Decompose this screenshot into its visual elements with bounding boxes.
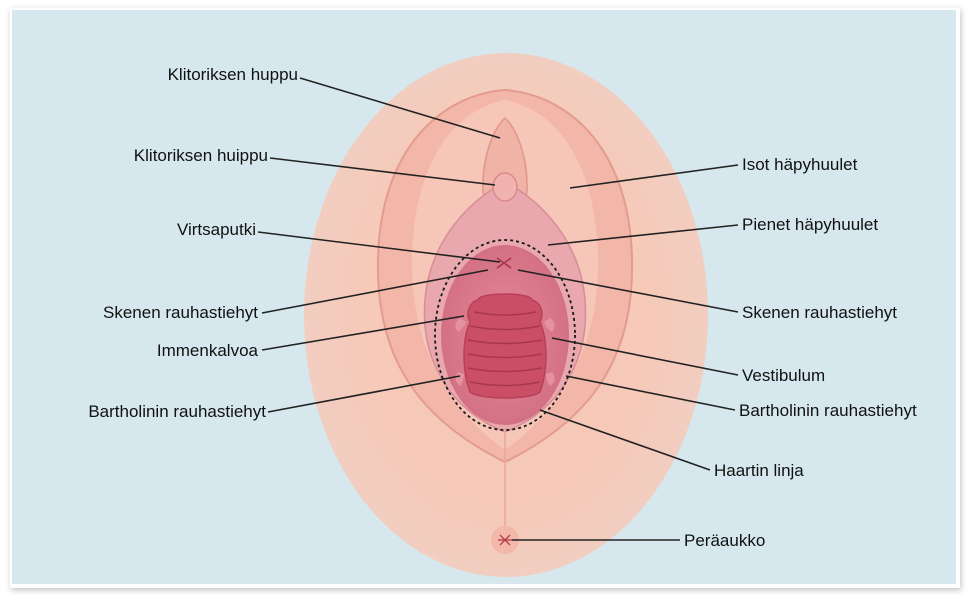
label-pienet-hapyhuulet: Pienet häpyhuulet — [742, 215, 878, 234]
label-vestibulum: Vestibulum — [742, 366, 825, 385]
label-peraaukko: Peräaukko — [684, 531, 765, 550]
label-klitoriksen-huppu: Klitoriksen huppu — [168, 65, 298, 84]
clitoris-glans — [493, 173, 517, 201]
label-haartin-linja: Haartin linja — [714, 461, 804, 480]
label-immenkalvoa: Immenkalvoa — [157, 341, 259, 360]
label-virtsaputki: Virtsaputki — [177, 220, 256, 239]
label-klitoriksen-huippu: Klitoriksen huippu — [134, 146, 268, 165]
label-isot-hapyhuulet: Isot häpyhuulet — [742, 155, 858, 174]
label-bartholinin-right: Bartholinin rauhastiehyt — [739, 401, 917, 420]
label-skenen-left: Skenen rauhastiehyt — [103, 303, 258, 322]
label-bartholinin-left: Bartholinin rauhastiehyt — [88, 402, 266, 421]
label-skenen-right: Skenen rauhastiehyt — [742, 303, 897, 322]
